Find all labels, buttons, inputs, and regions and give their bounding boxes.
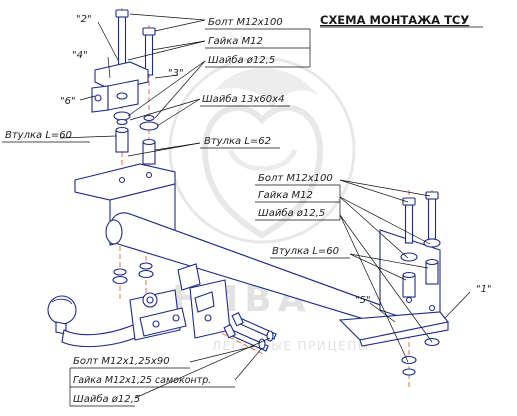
label-right-nut: Гайка М12 <box>258 190 313 201</box>
callout-3: "3" <box>168 68 184 79</box>
right-fasteners <box>400 191 441 376</box>
tow-ball-assembly <box>47 289 187 348</box>
label-top-washer: Шайба ø12,5 <box>208 54 275 66</box>
label-top-bolt: Болт М12х100 <box>208 17 283 28</box>
top-clamp-plates <box>91 61 149 113</box>
label-sleeve-right: Втулка L=60 <box>272 246 339 257</box>
label-sleeve-left: Втулка L=60 <box>5 130 72 141</box>
label-sleeve-center: Втулка L=62 <box>204 136 271 147</box>
lower-left-fasteners <box>112 262 154 285</box>
callout-1: "1" <box>476 284 492 295</box>
diagram-title: СХЕМА МОНТАЖА ТСУ <box>320 13 469 27</box>
callout-4: "4" <box>72 50 88 61</box>
label-plate-washer: Шайба 13х60х4 <box>202 93 284 105</box>
callout-6: "6" <box>60 96 76 107</box>
label-rules <box>2 28 350 407</box>
label-top-nut: Гайка М12 <box>208 36 263 47</box>
hitch-plate <box>177 263 231 339</box>
leader-lines <box>59 13 471 399</box>
bottom-bolts <box>223 312 277 352</box>
watermark-logo <box>168 56 356 244</box>
label-right-bolt: Болт М12х100 <box>258 173 333 184</box>
callout-2: "2" <box>76 14 92 25</box>
callout-5: "5" <box>355 295 371 306</box>
label-bottom-washer: Шайба ø12,5 <box>73 393 140 405</box>
top-washers <box>113 111 159 131</box>
label-bottom-nut: Гайка М12х1,25 самоконтр. <box>73 375 211 386</box>
label-right-washer: Шайба ø12,5 <box>258 207 325 219</box>
top-sleeves <box>115 126 156 165</box>
label-bottom-bolt: Болт М12х1,25х90 <box>73 356 170 367</box>
